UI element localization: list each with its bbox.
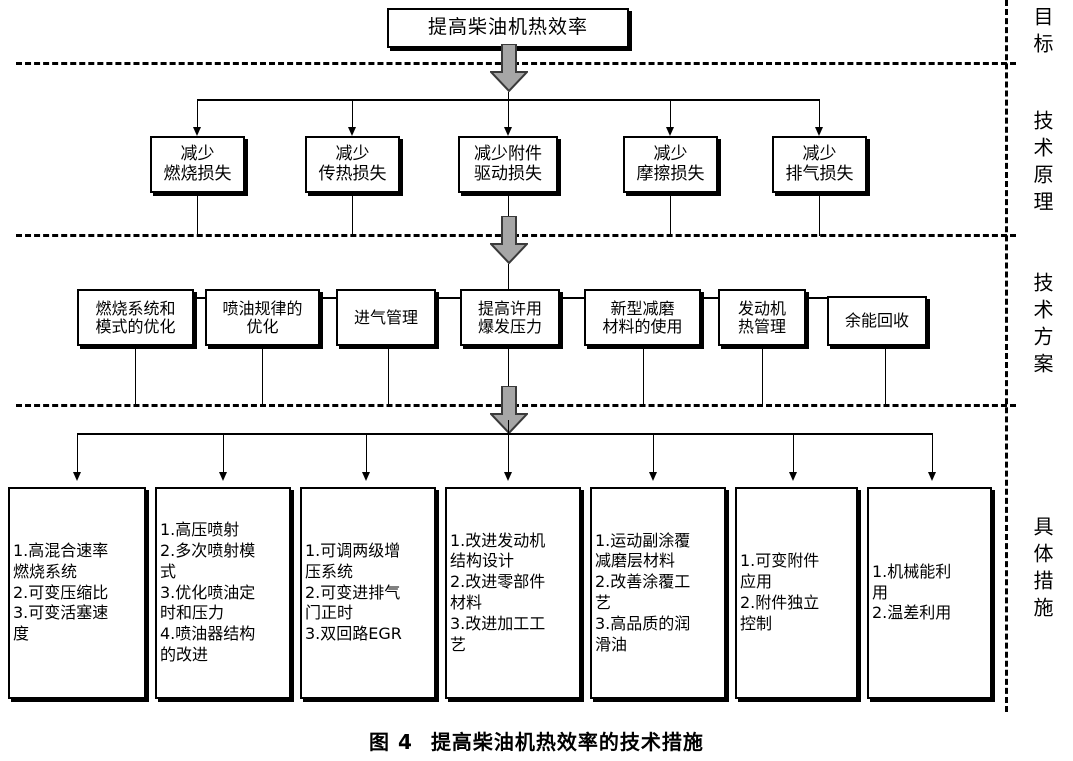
measure-drop-3 bbox=[366, 433, 367, 478]
band-label-measure: 具体措施 bbox=[1026, 516, 1054, 624]
scheme-tail-3 bbox=[388, 349, 389, 406]
band-label-principle: 技术原理 bbox=[1026, 110, 1054, 218]
principle-drop-4 bbox=[670, 99, 671, 129]
measure-drop-5 bbox=[653, 433, 654, 478]
band-label-goal-text: 目标 bbox=[1030, 6, 1054, 60]
scheme-tail-2 bbox=[262, 349, 263, 406]
scheme-box-3[interactable]: 进气管理 bbox=[336, 289, 436, 346]
measure-arrowhead-5 bbox=[649, 472, 657, 481]
measure-arrowhead-1 bbox=[73, 472, 81, 481]
scheme-box-6[interactable]: 发动机 热管理 bbox=[718, 289, 806, 346]
band-label-scheme: 技术方案 bbox=[1026, 272, 1054, 380]
principle-tail-4 bbox=[670, 196, 671, 236]
principle-arrowhead-1 bbox=[193, 127, 201, 136]
measure-box-2-label: 1.高压喷射 2.多次喷射模 式 3.优化喷油定 时和压力 4.喷油器结构 的改… bbox=[160, 520, 256, 664]
block-arrow-goal-to-principle bbox=[488, 43, 530, 93]
principle-tail-3 bbox=[508, 196, 509, 218]
principle-box-1-label: 减少 燃烧损失 bbox=[163, 144, 232, 184]
block-arrow-scheme-to-measure bbox=[488, 385, 530, 435]
band-label-scheme-text: 技术方案 bbox=[1030, 272, 1054, 380]
goal-box-label: 提高柴油机热效率 bbox=[427, 16, 588, 39]
measure-bus-horizontal bbox=[77, 433, 932, 435]
principle-arrowhead-3 bbox=[504, 127, 512, 136]
measure-box-3[interactable]: 1.可调两级增 压系统 2.可变进排气 门正时 3.双回路EGR bbox=[300, 487, 436, 699]
scheme-box-4[interactable]: 提高许用 爆发压力 bbox=[460, 289, 560, 346]
scheme-box-5-label: 新型减磨 材料的使用 bbox=[602, 298, 683, 336]
band-label-measure-text: 具体措施 bbox=[1030, 516, 1054, 624]
band-label-principle-text: 技术原理 bbox=[1030, 110, 1054, 218]
principle-drop-3 bbox=[508, 99, 509, 129]
principle-box-3[interactable]: 减少附件 驱动损失 bbox=[458, 136, 558, 193]
measure-drop-6 bbox=[793, 433, 794, 478]
principle-drop-1 bbox=[197, 99, 198, 129]
figure-caption: 图 4 提高柴油机热效率的技术措施 bbox=[0, 726, 1073, 755]
measure-box-2[interactable]: 1.高压喷射 2.多次喷射模 式 3.优化喷油定 时和压力 4.喷油器结构 的改… bbox=[155, 487, 291, 699]
scheme-box-2[interactable]: 喷油规律的 优化 bbox=[205, 289, 320, 346]
measure-box-4-label: 1.改进发动机 结构设计 2.改进零部件 材料 3.改进加工工 艺 bbox=[450, 530, 546, 654]
scheme-box-2-label: 喷油规律的 优化 bbox=[222, 298, 303, 336]
scheme-tail-5 bbox=[643, 349, 644, 406]
principle-box-4-label: 减少 摩擦损失 bbox=[636, 144, 705, 184]
scheme-box-1-label: 燃烧系统和 模式的优化 bbox=[95, 298, 176, 336]
scheme-tail-1 bbox=[135, 349, 136, 406]
principle-box-5[interactable]: 减少 排气损失 bbox=[772, 136, 867, 193]
measure-box-5[interactable]: 1.运动副涂覆 减磨层材料 2.改善涂覆工 艺 3.高品质的润 滑油 bbox=[590, 487, 726, 699]
principle-box-1[interactable]: 减少 燃烧损失 bbox=[150, 136, 245, 193]
label-column-divider bbox=[1005, 0, 1008, 712]
measure-arrowhead-4 bbox=[504, 472, 512, 481]
block-arrow-principle-to-scheme bbox=[488, 215, 530, 265]
principle-box-2[interactable]: 减少 传热损失 bbox=[305, 136, 400, 193]
scheme-tail-7 bbox=[885, 349, 886, 406]
scheme-box-1[interactable]: 燃烧系统和 模式的优化 bbox=[77, 289, 194, 346]
principle-drop-5 bbox=[819, 99, 820, 129]
principle-arrowhead-4 bbox=[666, 127, 674, 136]
scheme-box-3-label: 进气管理 bbox=[353, 307, 418, 327]
scheme-box-5[interactable]: 新型减磨 材料的使用 bbox=[584, 289, 701, 346]
principle-box-5-label: 减少 排气损失 bbox=[785, 144, 854, 184]
principle-tail-5 bbox=[819, 196, 820, 236]
principle-box-4[interactable]: 减少 摩擦损失 bbox=[623, 136, 718, 193]
measure-box-6-label: 1.可变附件 应用 2.附件独立 控制 bbox=[740, 551, 820, 633]
scheme-box-6-label: 发动机 热管理 bbox=[737, 298, 786, 336]
figure-caption-title: 提高柴油机热效率的技术措施 bbox=[430, 730, 704, 754]
principle-arrowhead-2 bbox=[348, 127, 356, 136]
measure-drop-7 bbox=[932, 433, 933, 478]
measure-box-1[interactable]: 1.高混合速率 燃烧系统 2.可变压缩比 3.可变活塞速 度 bbox=[8, 487, 146, 699]
principle-arrowhead-5 bbox=[815, 127, 823, 136]
measure-arrowhead-7 bbox=[928, 472, 936, 481]
goal-box[interactable]: 提高柴油机热效率 bbox=[387, 8, 629, 48]
principle-box-3-label: 减少附件 驱动损失 bbox=[474, 144, 542, 184]
principle-tail-1 bbox=[197, 196, 198, 236]
measure-box-1-label: 1.高混合速率 燃烧系统 2.可变压缩比 3.可变活塞速 度 bbox=[13, 541, 109, 644]
measure-box-4[interactable]: 1.改进发动机 结构设计 2.改进零部件 材料 3.改进加工工 艺 bbox=[445, 487, 581, 699]
measure-drop-2 bbox=[223, 433, 224, 478]
principle-bus-drop bbox=[508, 92, 509, 100]
scheme-tail-6 bbox=[762, 349, 763, 406]
principle-box-2-label: 减少 传热损失 bbox=[318, 144, 387, 184]
scheme-box-7[interactable]: 余能回收 bbox=[827, 296, 927, 346]
measure-box-7-label: 1.机械能利 用 2.温差利用 bbox=[872, 561, 952, 623]
measure-box-5-label: 1.运动副涂覆 减磨层材料 2.改善涂覆工 艺 3.高品质的润 滑油 bbox=[595, 530, 691, 654]
scheme-tail-4 bbox=[508, 349, 509, 387]
measure-box-6[interactable]: 1.可变附件 应用 2.附件独立 控制 bbox=[735, 487, 858, 699]
measure-arrowhead-2 bbox=[219, 472, 227, 481]
figure-caption-number: 图 4 bbox=[369, 730, 413, 754]
measure-arrowhead-6 bbox=[789, 472, 797, 481]
measure-box-3-label: 1.可调两级增 压系统 2.可变进排气 门正时 3.双回路EGR bbox=[305, 541, 402, 644]
scheme-box-4-label: 提高许用 爆发压力 bbox=[477, 298, 542, 336]
scheme-box-7-label: 余能回收 bbox=[844, 311, 909, 331]
measure-drop-4 bbox=[508, 420, 509, 478]
band-label-goal: 目标 bbox=[1026, 6, 1054, 60]
principle-drop-2 bbox=[352, 99, 353, 129]
measure-box-7[interactable]: 1.机械能利 用 2.温差利用 bbox=[867, 487, 992, 699]
measure-drop-1 bbox=[77, 433, 78, 478]
principle-tail-2 bbox=[352, 196, 353, 236]
measure-arrowhead-3 bbox=[362, 472, 370, 481]
